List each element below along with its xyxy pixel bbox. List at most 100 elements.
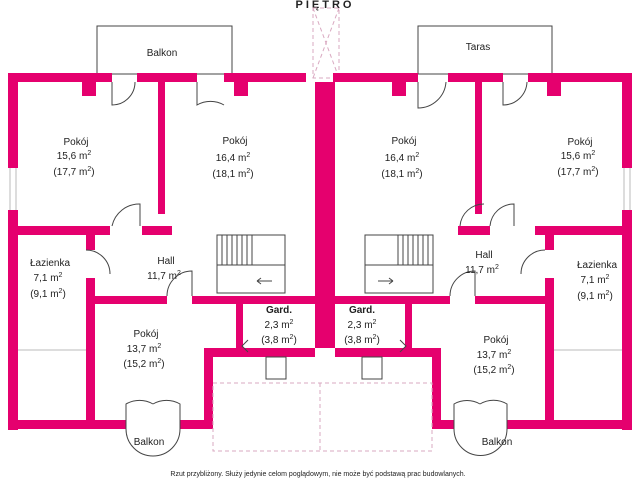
svg-text:(18,1 m2): (18,1 m2)	[381, 168, 422, 180]
svg-text:2,3 m2: 2,3 m2	[348, 319, 377, 331]
skylight-left	[265, 356, 287, 380]
room-pokoj-5: Pokój 13,7 m2 (15,2 m2)	[123, 329, 164, 370]
room-lazienka-2: Łazienka 7,1 m2 (9,1 m2)	[577, 260, 617, 302]
room-name: Hall	[157, 256, 174, 267]
svg-text:(9,1 m2): (9,1 m2)	[577, 290, 613, 302]
room-name: Pokój	[483, 335, 508, 346]
shaft-cross	[312, 7, 340, 79]
room-area-gross: (3,8 m	[344, 335, 372, 346]
shaft-outline	[312, 7, 340, 79]
taras-label: Taras	[466, 42, 490, 53]
walls	[8, 73, 632, 430]
plan-title: PIĘTRO	[296, 0, 355, 11]
area-sup: 2	[591, 166, 595, 173]
svg-text:11,7 m2: 11,7 m2	[147, 270, 181, 282]
area-sup: 2	[415, 168, 419, 175]
room-pokoj-6: Pokój 13,7 m2 (15,2 m2)	[473, 335, 514, 376]
room-area-gross: (18,1 m	[212, 169, 246, 180]
room-area-gross: (3,8 m	[261, 335, 289, 346]
door-swings	[85, 81, 546, 429]
area-sup: 2	[507, 349, 511, 356]
svg-text:15,6 m2: 15,6 m2	[561, 150, 596, 162]
room-hall-2: Hall 11,7 m2	[465, 250, 499, 276]
room-lazienka-1: Łazienka 7,1 m2 (9,1 m2)	[30, 258, 70, 300]
area-sup: 2	[87, 166, 91, 173]
area-sup: 2	[157, 343, 161, 350]
room-name: Pokój	[391, 136, 416, 147]
room-area: 13,7 m	[477, 350, 508, 361]
room-area: 2,3 m	[265, 320, 290, 331]
room-area-gross: (18,1 m	[381, 169, 415, 180]
room-gard-2: Gard. 2,3 m2 (3,8 m2)	[344, 305, 380, 346]
area-sup: 2	[157, 358, 161, 365]
skylight-right	[361, 356, 383, 380]
svg-text:2,3 m2: 2,3 m2	[265, 319, 294, 331]
room-area: 7,1 m	[581, 275, 606, 286]
room-pokoj-4: Pokój 15,6 m2 (17,7 m2)	[557, 137, 598, 178]
room-area-gross: (15,2 m	[473, 365, 507, 376]
room-gard-1: Gard. 2,3 m2 (3,8 m2)	[261, 305, 297, 346]
svg-text:(17,7 m2): (17,7 m2)	[557, 166, 598, 178]
area-sup: 2	[507, 364, 511, 371]
stairs-right	[364, 234, 434, 294]
room-name: Łazienka	[30, 258, 70, 269]
svg-text:(18,1 m2): (18,1 m2)	[212, 168, 253, 180]
room-area: 15,6 m	[57, 151, 88, 162]
svg-text:16,4 m2: 16,4 m2	[216, 152, 251, 164]
room-area-gross: (17,7 m	[53, 167, 87, 178]
svg-text:(17,7 m2): (17,7 m2)	[53, 166, 94, 178]
svg-text:16,4 m2: 16,4 m2	[385, 152, 420, 164]
svg-text:13,7 m2: 13,7 m2	[477, 349, 512, 361]
room-pokoj-3: Pokój 16,4 m2 (18,1 m2)	[381, 136, 422, 180]
area-sup: 2	[177, 270, 181, 277]
gard-door-left	[241, 339, 249, 353]
area-sup: 2	[290, 334, 294, 341]
room-area: 11,7 m	[465, 265, 495, 276]
room-name: Gard.	[349, 305, 375, 316]
area-sup: 2	[373, 319, 377, 326]
svg-text:13,7 m2: 13,7 m2	[127, 343, 162, 355]
room-area: 16,4 m	[216, 153, 247, 164]
room-hall-1: Hall 11,7 m2	[147, 256, 181, 282]
balkon-top-label: Balkon	[147, 48, 178, 59]
svg-text:(3,8 m2): (3,8 m2)	[261, 334, 297, 346]
svg-text:15,6 m2: 15,6 m2	[57, 150, 92, 162]
area-sup: 2	[246, 168, 250, 175]
area-sup: 2	[415, 152, 419, 159]
room-pokoj-1: Pokój 15,6 m2 (17,7 m2)	[53, 137, 94, 178]
footnote: Rzut przybliżony. Służy jedynie celom po…	[170, 471, 465, 478]
area-sup: 2	[373, 334, 377, 341]
room-name: Pokój	[222, 136, 247, 147]
svg-text:7,1 m2: 7,1 m2	[34, 272, 63, 284]
room-area: 15,6 m	[561, 151, 592, 162]
room-area: 2,3 m	[348, 320, 373, 331]
room-area-gross: (15,2 m	[123, 359, 157, 370]
room-name: Pokój	[63, 137, 88, 148]
area-sup: 2	[495, 264, 499, 271]
area-sup: 2	[606, 290, 610, 297]
area-sup: 2	[246, 152, 250, 159]
svg-text:11,7 m2: 11,7 m2	[465, 264, 499, 276]
room-name: Gard.	[266, 305, 292, 316]
area-sup: 2	[87, 150, 91, 157]
svg-text:(15,2 m2): (15,2 m2)	[123, 358, 164, 370]
svg-text:(9,1 m2): (9,1 m2)	[30, 288, 66, 300]
room-name: Pokój	[133, 329, 158, 340]
room-name: Pokój	[567, 137, 592, 148]
balkon-bottom-right-label: Balkon	[482, 437, 513, 448]
room-area: 7,1 m	[34, 273, 59, 284]
balkon-bottom-left-outline	[125, 428, 181, 457]
area-sup: 2	[59, 288, 63, 295]
area-sup: 2	[59, 272, 63, 279]
room-area-gross: (17,7 m	[557, 167, 591, 178]
room-area: 11,7 m	[147, 271, 177, 282]
room-area: 13,7 m	[127, 344, 158, 355]
room-area: 16,4 m	[385, 153, 416, 164]
gard-door-right	[399, 339, 407, 353]
room-name: Hall	[475, 250, 492, 261]
balkon-bottom-left-label: Balkon	[134, 437, 165, 448]
room-area-gross: (9,1 m	[577, 291, 605, 302]
area-sup: 2	[591, 150, 595, 157]
svg-text:7,1 m2: 7,1 m2	[581, 274, 610, 286]
